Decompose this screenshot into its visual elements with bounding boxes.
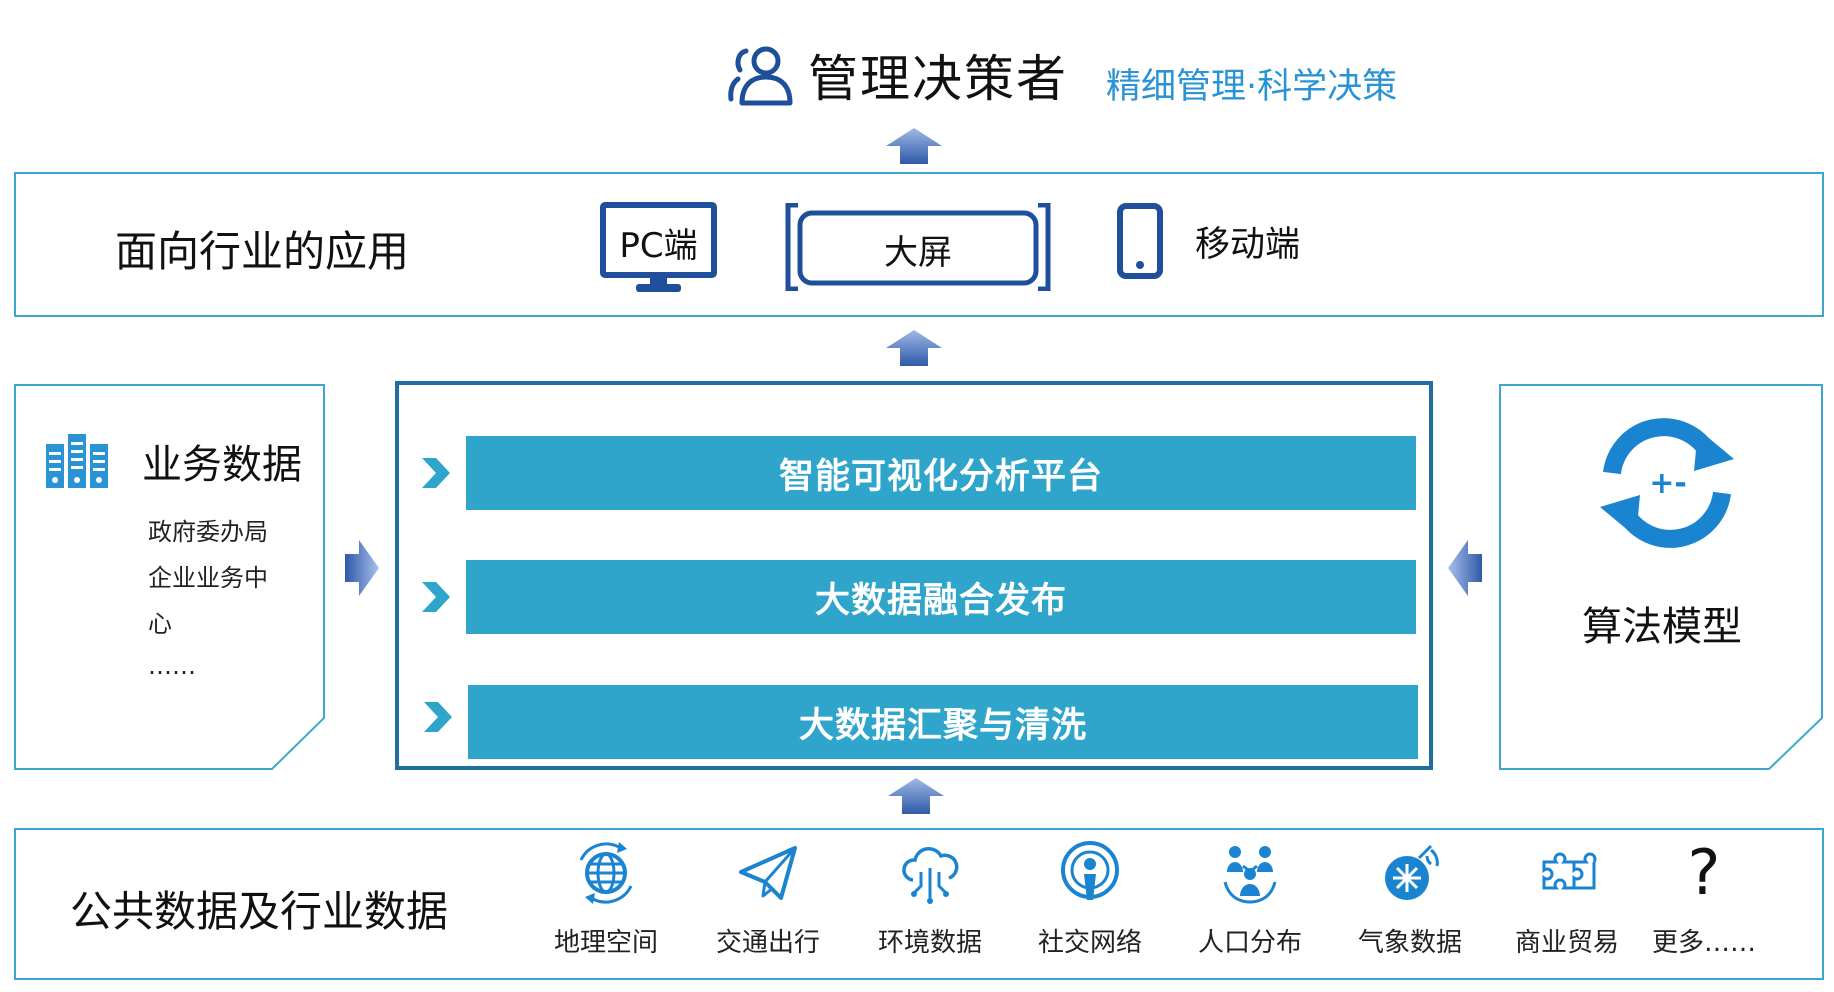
satellite-dish-icon (1385, 844, 1439, 900)
data-source-more[interactable]: ? 更多…… (1634, 838, 1774, 959)
data-source-social[interactable]: 社交网络 (1020, 838, 1160, 959)
algorithm-panel (1499, 384, 1823, 770)
data-source-weather[interactable]: 气象数据 (1340, 838, 1480, 959)
algorithm-title: 算法模型 (1582, 604, 1742, 650)
smartphone-icon (1117, 203, 1163, 279)
plus-minus-symbol: +- (1649, 466, 1687, 501)
up-arrow-icon (886, 128, 942, 164)
big-screen-label: 大屏 (884, 233, 952, 273)
platform-layer-fusion-publish: 大数据融合发布 (466, 560, 1416, 634)
big-screen-terminal[interactable]: 大屏 (784, 203, 1052, 291)
mobile-terminal[interactable]: 移动端 (1117, 203, 1300, 279)
decision-maker-header: 管理决策者 (728, 40, 1068, 110)
data-source-commerce[interactable]: 商业贸易 (1497, 838, 1637, 959)
left-arrow-icon (1448, 540, 1482, 596)
monitor-icon (600, 202, 717, 292)
big-screen-icon (785, 203, 1051, 291)
question-mark-icon: ? (1687, 836, 1721, 909)
data-source-label: 地理空间 (553, 928, 658, 958)
data-source-traffic[interactable]: 交通出行 (698, 838, 838, 959)
up-arrow-icon (888, 778, 944, 814)
data-source-label: 更多…… (1651, 928, 1756, 958)
users-icon (728, 46, 793, 106)
data-source-label: 人口分布 (1197, 928, 1302, 958)
chevron-right-icon (422, 582, 450, 612)
chevron-right-icon (422, 458, 450, 488)
business-item: 心 (148, 610, 172, 638)
server-icon (46, 434, 108, 488)
pc-terminal[interactable]: PC端 (600, 202, 717, 294)
puzzle-icon (1542, 852, 1597, 890)
business-item: 政府委办局 (148, 518, 268, 546)
up-arrow-icon (886, 330, 942, 366)
business-data-title: 业务数据 (142, 442, 302, 488)
data-source-label: 气象数据 (1357, 928, 1462, 958)
business-item: …… (148, 652, 196, 680)
chevron-right-icon (424, 702, 452, 732)
globe-icon (579, 842, 633, 904)
cycle-algorithm-icon: +- (1600, 418, 1734, 548)
people-network-icon (1223, 846, 1277, 904)
data-source-label: 交通出行 (715, 928, 820, 958)
data-source-label: 环境数据 (877, 928, 982, 958)
applications-title: 面向行业的应用 (115, 227, 410, 276)
mobile-label: 移动端 (1195, 224, 1301, 265)
platform-layer-aggregation-cleaning: 大数据汇聚与清洗 (468, 685, 1418, 759)
platform-layer-visual-analysis: 智能可视化分析平台 (466, 436, 1416, 510)
data-source-label: 商业贸易 (1514, 928, 1619, 958)
right-arrow-icon (345, 540, 379, 596)
data-source-label: 社交网络 (1037, 928, 1142, 958)
slogan: 精细管理·科学决策 (1106, 67, 1398, 107)
data-source-geo[interactable]: 地理空间 (536, 838, 676, 959)
business-item: 企业业务中 (148, 564, 268, 592)
page-title: 管理决策者 (808, 50, 1068, 108)
public-data-title: 公共数据及行业数据 (70, 887, 449, 936)
broadcast-icon (1061, 841, 1119, 900)
data-source-environment[interactable]: 环境数据 (860, 838, 1000, 959)
pc-label: PC端 (619, 226, 698, 266)
paper-plane-icon (739, 846, 797, 900)
data-source-population[interactable]: 人口分布 (1180, 838, 1320, 959)
cloud-circuit-icon (902, 847, 959, 904)
